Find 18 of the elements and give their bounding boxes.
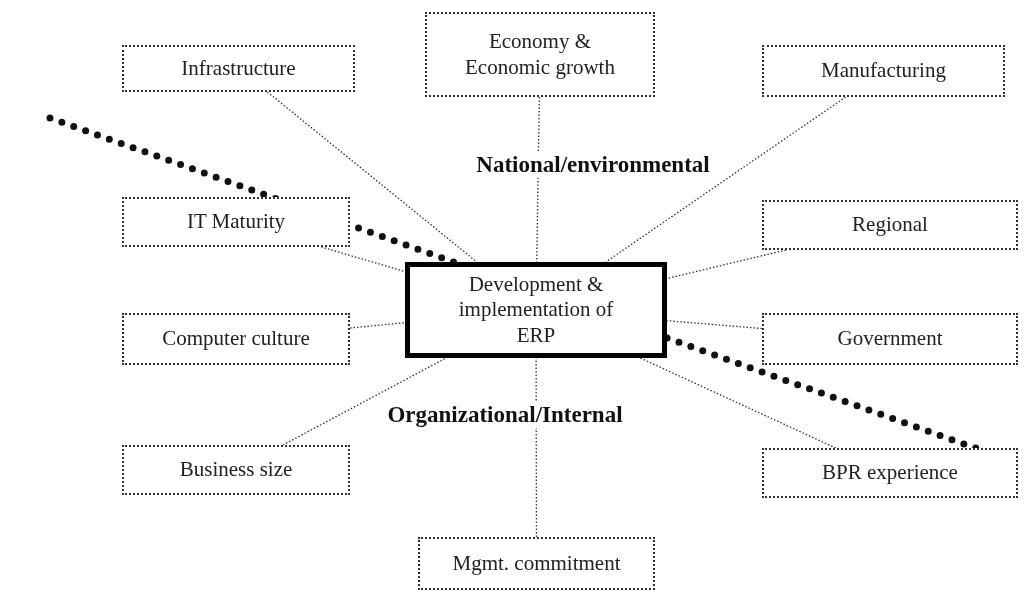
dotted-connector — [605, 96, 847, 263]
dotted-connector — [266, 91, 478, 263]
factor-box: Economy & Economic growth — [425, 12, 655, 97]
factor-box: IT Maturity — [122, 197, 350, 247]
dotted-connector — [536, 96, 540, 263]
factor-box: Business size — [122, 445, 350, 495]
dotted-connector — [535, 357, 538, 538]
factor-box: Mgmt. commitment — [418, 537, 655, 590]
factor-box: Manufacturing — [762, 45, 1005, 97]
dotted-connector — [282, 357, 447, 446]
factor-box: Regional — [762, 200, 1018, 250]
factor-box: Infrastructure — [122, 45, 355, 92]
factor-box: BPR experience — [762, 448, 1018, 498]
factor-box: Computer culture — [122, 313, 350, 365]
process-box: Development & implementation of ERP — [405, 262, 667, 358]
dotted-connector — [639, 357, 837, 449]
factor-box: Government — [762, 313, 1018, 365]
dotted-connector — [666, 320, 763, 330]
